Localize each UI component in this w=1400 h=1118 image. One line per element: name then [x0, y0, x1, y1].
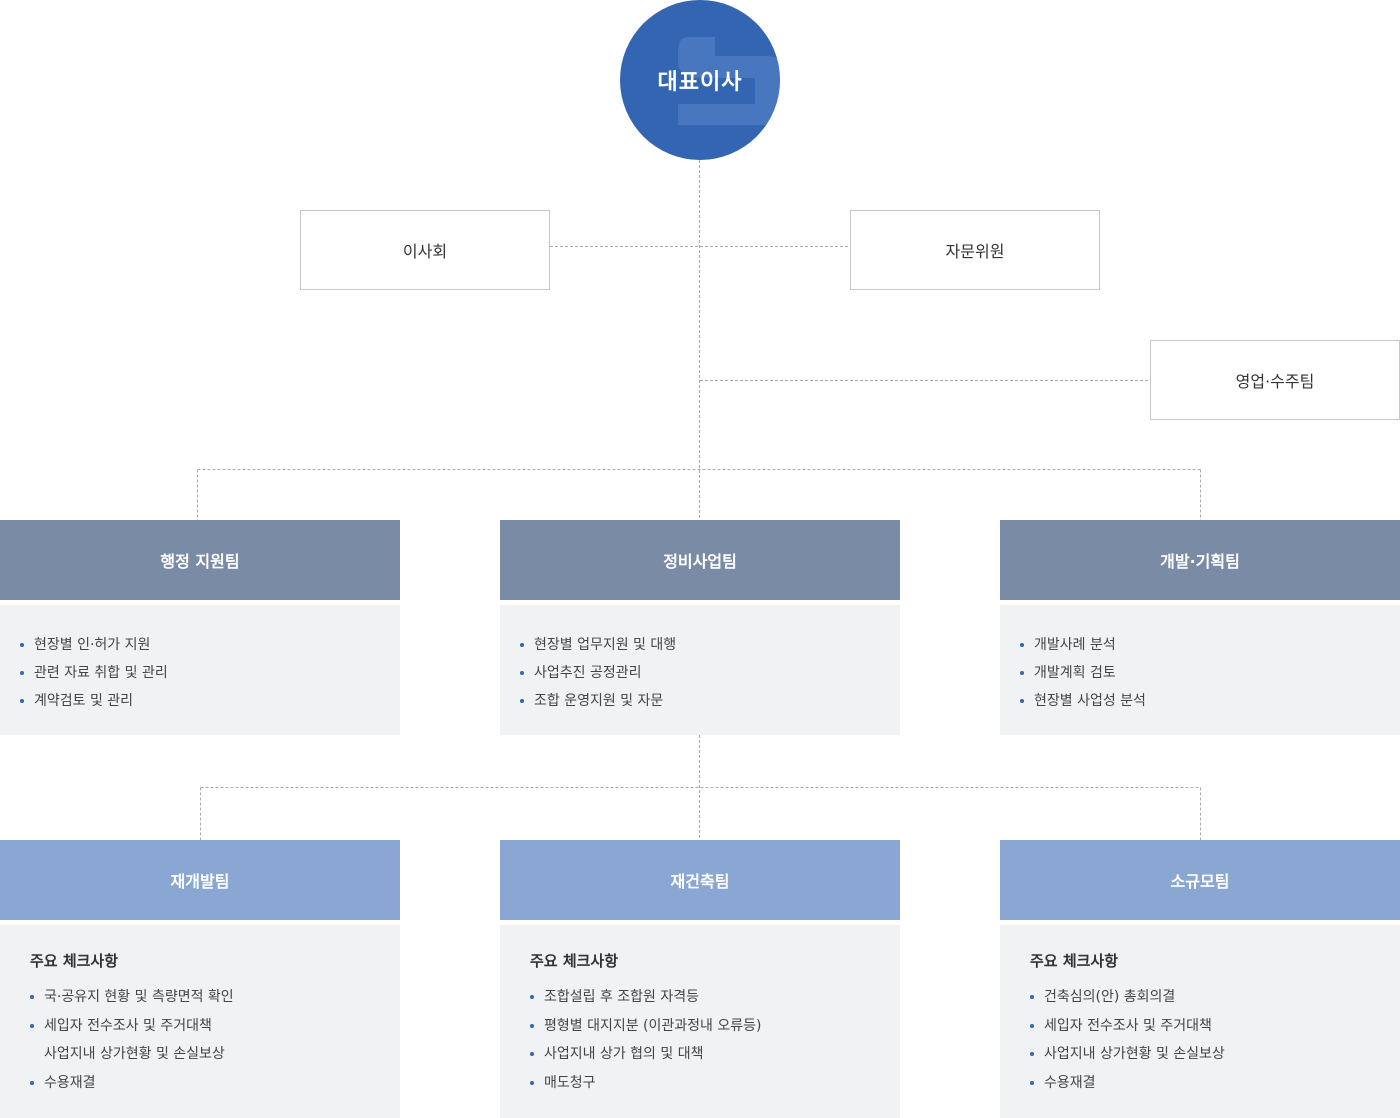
team-panel-small-scale: 주요 체크사항 건축심의(안) 총회의결 세입자 전수조사 및 주거대책 사업지… — [1000, 925, 1400, 1118]
checklist: 조합설립 후 조합원 자격등 평형별 대지지분 (이관과정내 오류등) 사업지내… — [530, 983, 900, 1098]
ceo-label: 대표이사 — [657, 70, 743, 95]
team-panel-redevelopment: 주요 체크사항 국·공유지 현황 및 측량면적 확인 세입자 전수조사 및 주거… — [0, 925, 400, 1118]
team-header-redevelopment: 재개발팀 — [0, 840, 400, 920]
team-header-admin: 행정 지원팀 — [0, 520, 400, 600]
checklist-item: 세입자 전수조사 및 주거대책 — [1030, 1012, 1400, 1041]
duty-list: 현장별 인·허가 지원 관련 자료 취합 및 관리 계약검토 및 관리 — [20, 631, 400, 715]
checklist-item: 사업지내 상가현황 및 손실보상 — [44, 1046, 225, 1062]
checklist-item: 수용재결 — [30, 1069, 400, 1098]
checklist-title: 주요 체크사항 — [530, 952, 619, 970]
duty-item: 개발계획 검토 — [1020, 659, 1400, 687]
team-panel-reconstruction: 주요 체크사항 조합설립 후 조합원 자격등 평형별 대지지분 (이관과정내 오… — [500, 925, 900, 1118]
team-panel-admin: 현장별 인·허가 지원 관련 자료 취합 및 관리 계약검토 및 관리 — [0, 605, 400, 735]
checklist: 국·공유지 현황 및 측량면적 확인 세입자 전수조사 및 주거대책 사업지내 … — [30, 983, 400, 1098]
team-header-development: 개발·기획팀 — [1000, 520, 1400, 600]
checklist-item: 건축심의(안) 총회의결 — [1030, 983, 1400, 1012]
duty-item: 계약검토 및 관리 — [20, 687, 400, 715]
duty-item: 관련 자료 취합 및 관리 — [20, 659, 400, 687]
checklist-item: 수용재결 — [1030, 1069, 1400, 1098]
duty-item: 현장별 사업성 분석 — [1020, 687, 1400, 715]
checklist-item: 매도청구 — [530, 1069, 900, 1098]
checklist-item: 세입자 전수조사 및 주거대책 — [30, 1012, 400, 1041]
checklist-item: 사업지내 상가 협의 및 대책 — [530, 1040, 900, 1069]
board-box: 이사회 — [300, 210, 550, 290]
team-header-reconstruction: 재건축팀 — [500, 840, 900, 920]
duty-item: 현장별 인·허가 지원 — [20, 631, 400, 659]
checklist-title: 주요 체크사항 — [30, 952, 119, 970]
duty-item: 개발사례 분석 — [1020, 631, 1400, 659]
checklist-item: 사업지내 상가현황 및 손실보상 — [1030, 1040, 1400, 1069]
advisory-box: 자문위원 — [850, 210, 1100, 290]
sales-box: 영업·수주팀 — [1150, 340, 1400, 420]
team-panel-maintenance: 현장별 업무지원 및 대행 사업추진 공정관리 조합 운영지원 및 자문 — [500, 605, 900, 735]
duty-item: 사업추진 공정관리 — [520, 659, 900, 687]
team-header-maintenance: 정비사업팀 — [500, 520, 900, 600]
duty-item: 조합 운영지원 및 자문 — [520, 687, 900, 715]
checklist: 건축심의(안) 총회의결 세입자 전수조사 및 주거대책 사업지내 상가현황 및… — [1030, 983, 1400, 1098]
team-panel-development: 개발사례 분석 개발계획 검토 현장별 사업성 분석 — [1000, 605, 1400, 735]
checklist-item: 국·공유지 현황 및 측량면적 확인 — [30, 983, 400, 1012]
ceo-node: 대표이사 — [620, 0, 780, 160]
duty-list: 개발사례 분석 개발계획 검토 현장별 사업성 분석 — [1020, 631, 1400, 715]
team-header-small-scale: 소규모팀 — [1000, 840, 1400, 920]
checklist-title: 주요 체크사항 — [1030, 952, 1119, 970]
logo-emblem-icon — [678, 37, 780, 125]
duty-item: 현장별 업무지원 및 대행 — [520, 631, 900, 659]
checklist-item: 평형별 대지지분 (이관과정내 오류등) — [530, 1012, 900, 1041]
duty-list: 현장별 업무지원 및 대행 사업추진 공정관리 조합 운영지원 및 자문 — [520, 631, 900, 715]
checklist-item: 조합설립 후 조합원 자격등 — [530, 983, 900, 1012]
